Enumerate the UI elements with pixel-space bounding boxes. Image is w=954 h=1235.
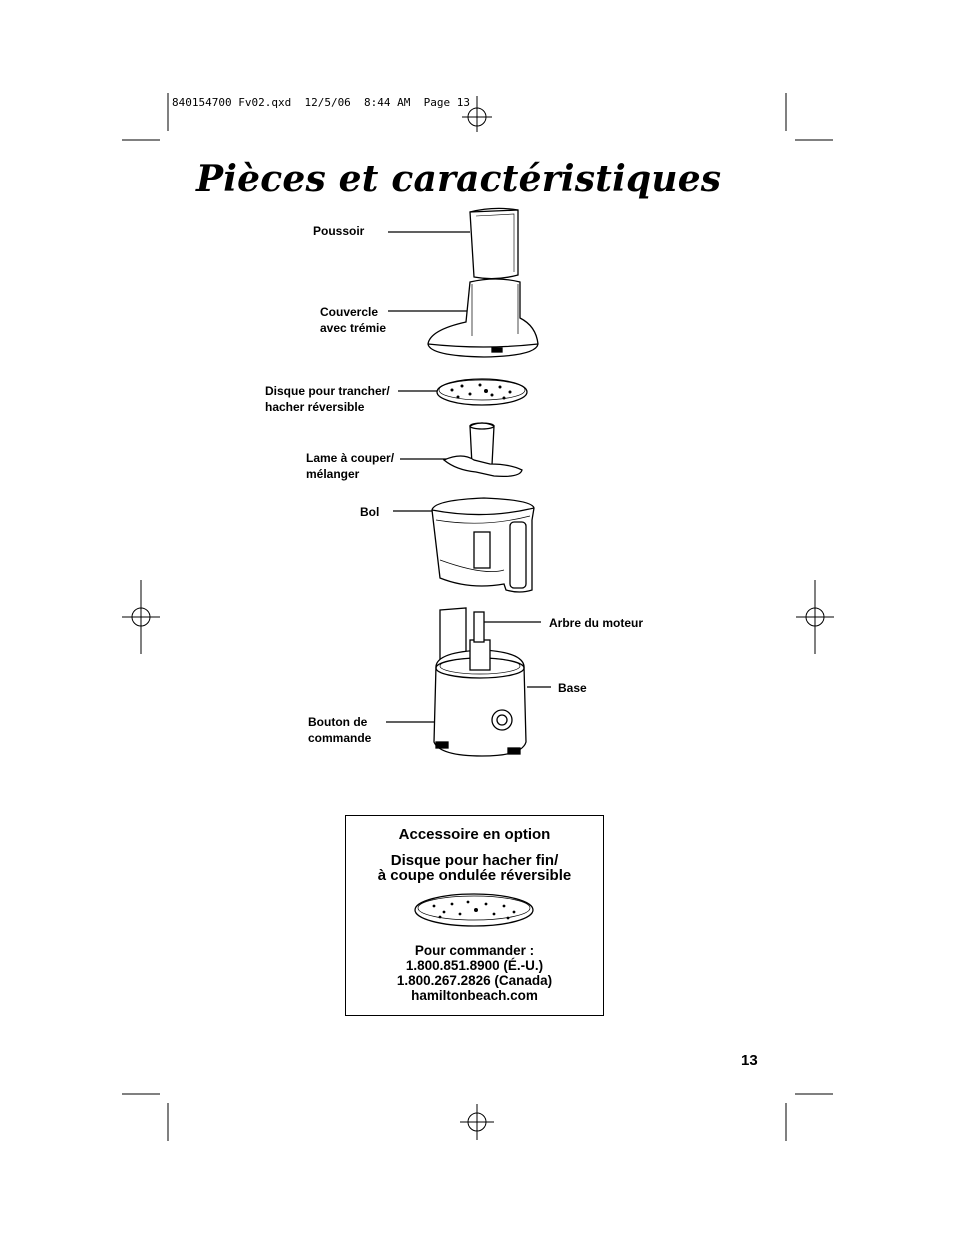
label-base: Base <box>558 681 587 695</box>
label-bowl: Bol <box>360 505 380 519</box>
registration-marks <box>122 96 834 1140</box>
label-pusher: Poussoir <box>313 224 365 238</box>
blade-illustration <box>442 422 523 478</box>
page-title: Pièces et caractéristiques <box>196 158 722 200</box>
order-heading: Pour commander : <box>414 943 535 958</box>
slicing-disc-illustration <box>436 378 528 406</box>
optional-accessory-box: Accessoire en option Disque pour hacher … <box>345 815 604 1016</box>
print-slug: 840154700 Fv02.qxd 12/5/06 8:44 AM Page … <box>172 96 471 109</box>
bowl-illustration <box>431 497 535 593</box>
crop-marks <box>122 93 833 1141</box>
base-illustration <box>433 607 527 757</box>
order-website: hamiltonbeach.com <box>411 988 538 1003</box>
order-phone-canada: 1.800.267.2826 (Canada) <box>396 973 553 988</box>
order-phone-us: 1.800.851.8900 (É.-U.) <box>405 958 544 973</box>
label-lid: Couvercle avec trémie <box>320 305 387 335</box>
label-blade: Lame à couper/ mélanger <box>306 451 395 481</box>
accessory-heading: Accessoire en option <box>398 826 551 843</box>
label-slicing-disc: Disque pour trancher/ hacher réversible <box>265 384 390 414</box>
label-motor-shaft: Arbre du moteur <box>549 616 644 630</box>
accessory-name-line-1: Disque pour hacher fin/ <box>390 852 559 869</box>
fine-shredding-disc-illustration <box>414 893 534 927</box>
page-number: 13 <box>741 1052 758 1069</box>
pusher-illustration <box>469 207 519 280</box>
accessory-name-line-2: à coupe ondulée réversible <box>377 867 572 884</box>
label-control-knob: Bouton de commande <box>308 715 372 745</box>
lid-illustration <box>427 278 539 358</box>
